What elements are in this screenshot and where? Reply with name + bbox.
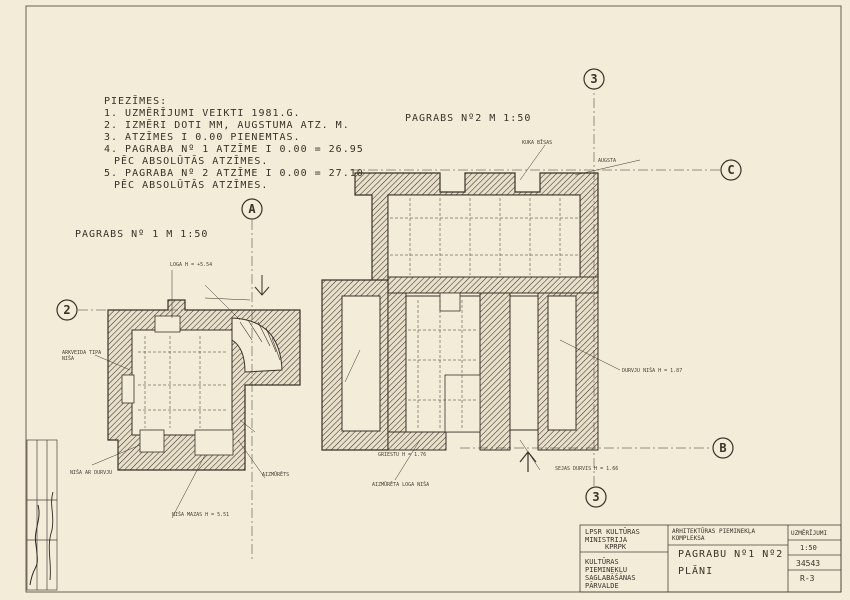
axis-label-c: C xyxy=(727,163,734,177)
label-kuka: KUKA BĪSAS xyxy=(522,140,553,146)
note-line: 1. UZMĒRĪJUMI VEIKTI 1981.G. xyxy=(104,108,301,119)
tb-drawing-title: PAGRABU Nº1 Nº2 xyxy=(678,549,784,560)
label-arkveida: ARKVEIDA TIPA NIŠA xyxy=(62,350,102,362)
label-augsta: AUGSTA xyxy=(598,158,617,164)
axis-bubble-b xyxy=(712,437,734,459)
label-aizmurets: AIZMŪRĒTS xyxy=(262,472,290,478)
plan1-stair xyxy=(231,317,283,373)
sheet-border xyxy=(25,5,842,593)
tb-project: ARHITEKTŪRAS PIEMINEKĻA KOMPLEKSA xyxy=(672,528,756,542)
axis-markers xyxy=(56,68,742,508)
tb-org1: LPSR KULTŪRAS MINISTRIJA xyxy=(585,528,640,544)
axis-label-3-bottom: 3 xyxy=(592,490,599,504)
plan2-left-room xyxy=(341,295,381,432)
note-line: PĒC ABSOLŪTĀS ATZĪMES. xyxy=(114,180,269,191)
axis-label-3-top: 3 xyxy=(590,72,597,86)
axis-label-2: 2 xyxy=(63,303,70,317)
title-block xyxy=(579,524,842,593)
note-line: 2. IZMĒRI DOTI MM, AUGSTUMA ATZ. M. xyxy=(104,120,350,131)
tb-sheet: R-3 xyxy=(800,574,815,583)
tb-drawing-sub: PLĀNI xyxy=(678,566,714,577)
tb-org2: KPRPK xyxy=(605,543,627,551)
label-durvju-nisa: DURVJU NIŠA H = 1.87 xyxy=(622,368,683,374)
label-griestu: GRIESTU H = 1.76 xyxy=(378,452,427,458)
tb-org3: KULTŪRAS PIEMINEKĻU SAGLABĀŠANAS PĀRVALD… xyxy=(585,558,636,590)
basement-plan-1 xyxy=(78,220,301,560)
notes-heading: PIEZĪMES: xyxy=(104,96,168,107)
note-line: 4. PAGRABA Nº 1 ATZĪME I 0.00 = 26.95 xyxy=(104,144,364,155)
axis-bubble-a xyxy=(241,198,263,220)
axis-label-a: A xyxy=(248,202,256,216)
axis-bubble-c xyxy=(720,159,742,181)
notes-block: PIEZĪMES: 1. UZMĒRĪJUMI VEIKTI 1981.G. 2… xyxy=(104,96,364,192)
note-line: 3. ATZĪMES I 0.00 PIENEMTAS. xyxy=(104,132,301,143)
axis-bubble-3-bottom xyxy=(585,486,607,508)
axis-bubble-3-top xyxy=(583,68,605,90)
label-aizmurets-loga: AIZMŪRĒTA LOGA NIŠA xyxy=(372,482,430,488)
plan2-upper-room xyxy=(387,194,581,278)
label-nisa-ar-durvju: NIŠA AR DURVJU xyxy=(70,470,113,476)
tb-number: 34543 xyxy=(796,559,821,568)
plan1-title: PAGRABS Nº 1 M 1:50 xyxy=(75,229,209,240)
plan2-title: PAGRABS Nº2 M 1:50 xyxy=(405,113,532,124)
note-line: PĒC ABSOLŪTĀS ATZĪMES. xyxy=(114,156,269,167)
label-sejas: SEJAS DURVIS H = 1.66 xyxy=(555,466,619,472)
label-loga: LOGA H = +5.54 xyxy=(170,262,213,268)
approval-strip xyxy=(26,439,58,591)
tb-scale: 1:50 xyxy=(800,544,817,552)
axis-label-b: B xyxy=(719,441,726,455)
basement-plan-2 xyxy=(321,80,722,500)
label-mazas: NIŠA MAZAS H = 5.51 xyxy=(172,512,230,518)
tb-stage: UZMĒRĪJUMI xyxy=(791,530,828,537)
axis-bubble-2 xyxy=(56,299,78,321)
plan1-room xyxy=(131,329,233,436)
note-line: 5. PAGRABA Nº 2 ATZĪME I 0.00 = 27.10 xyxy=(104,168,364,179)
